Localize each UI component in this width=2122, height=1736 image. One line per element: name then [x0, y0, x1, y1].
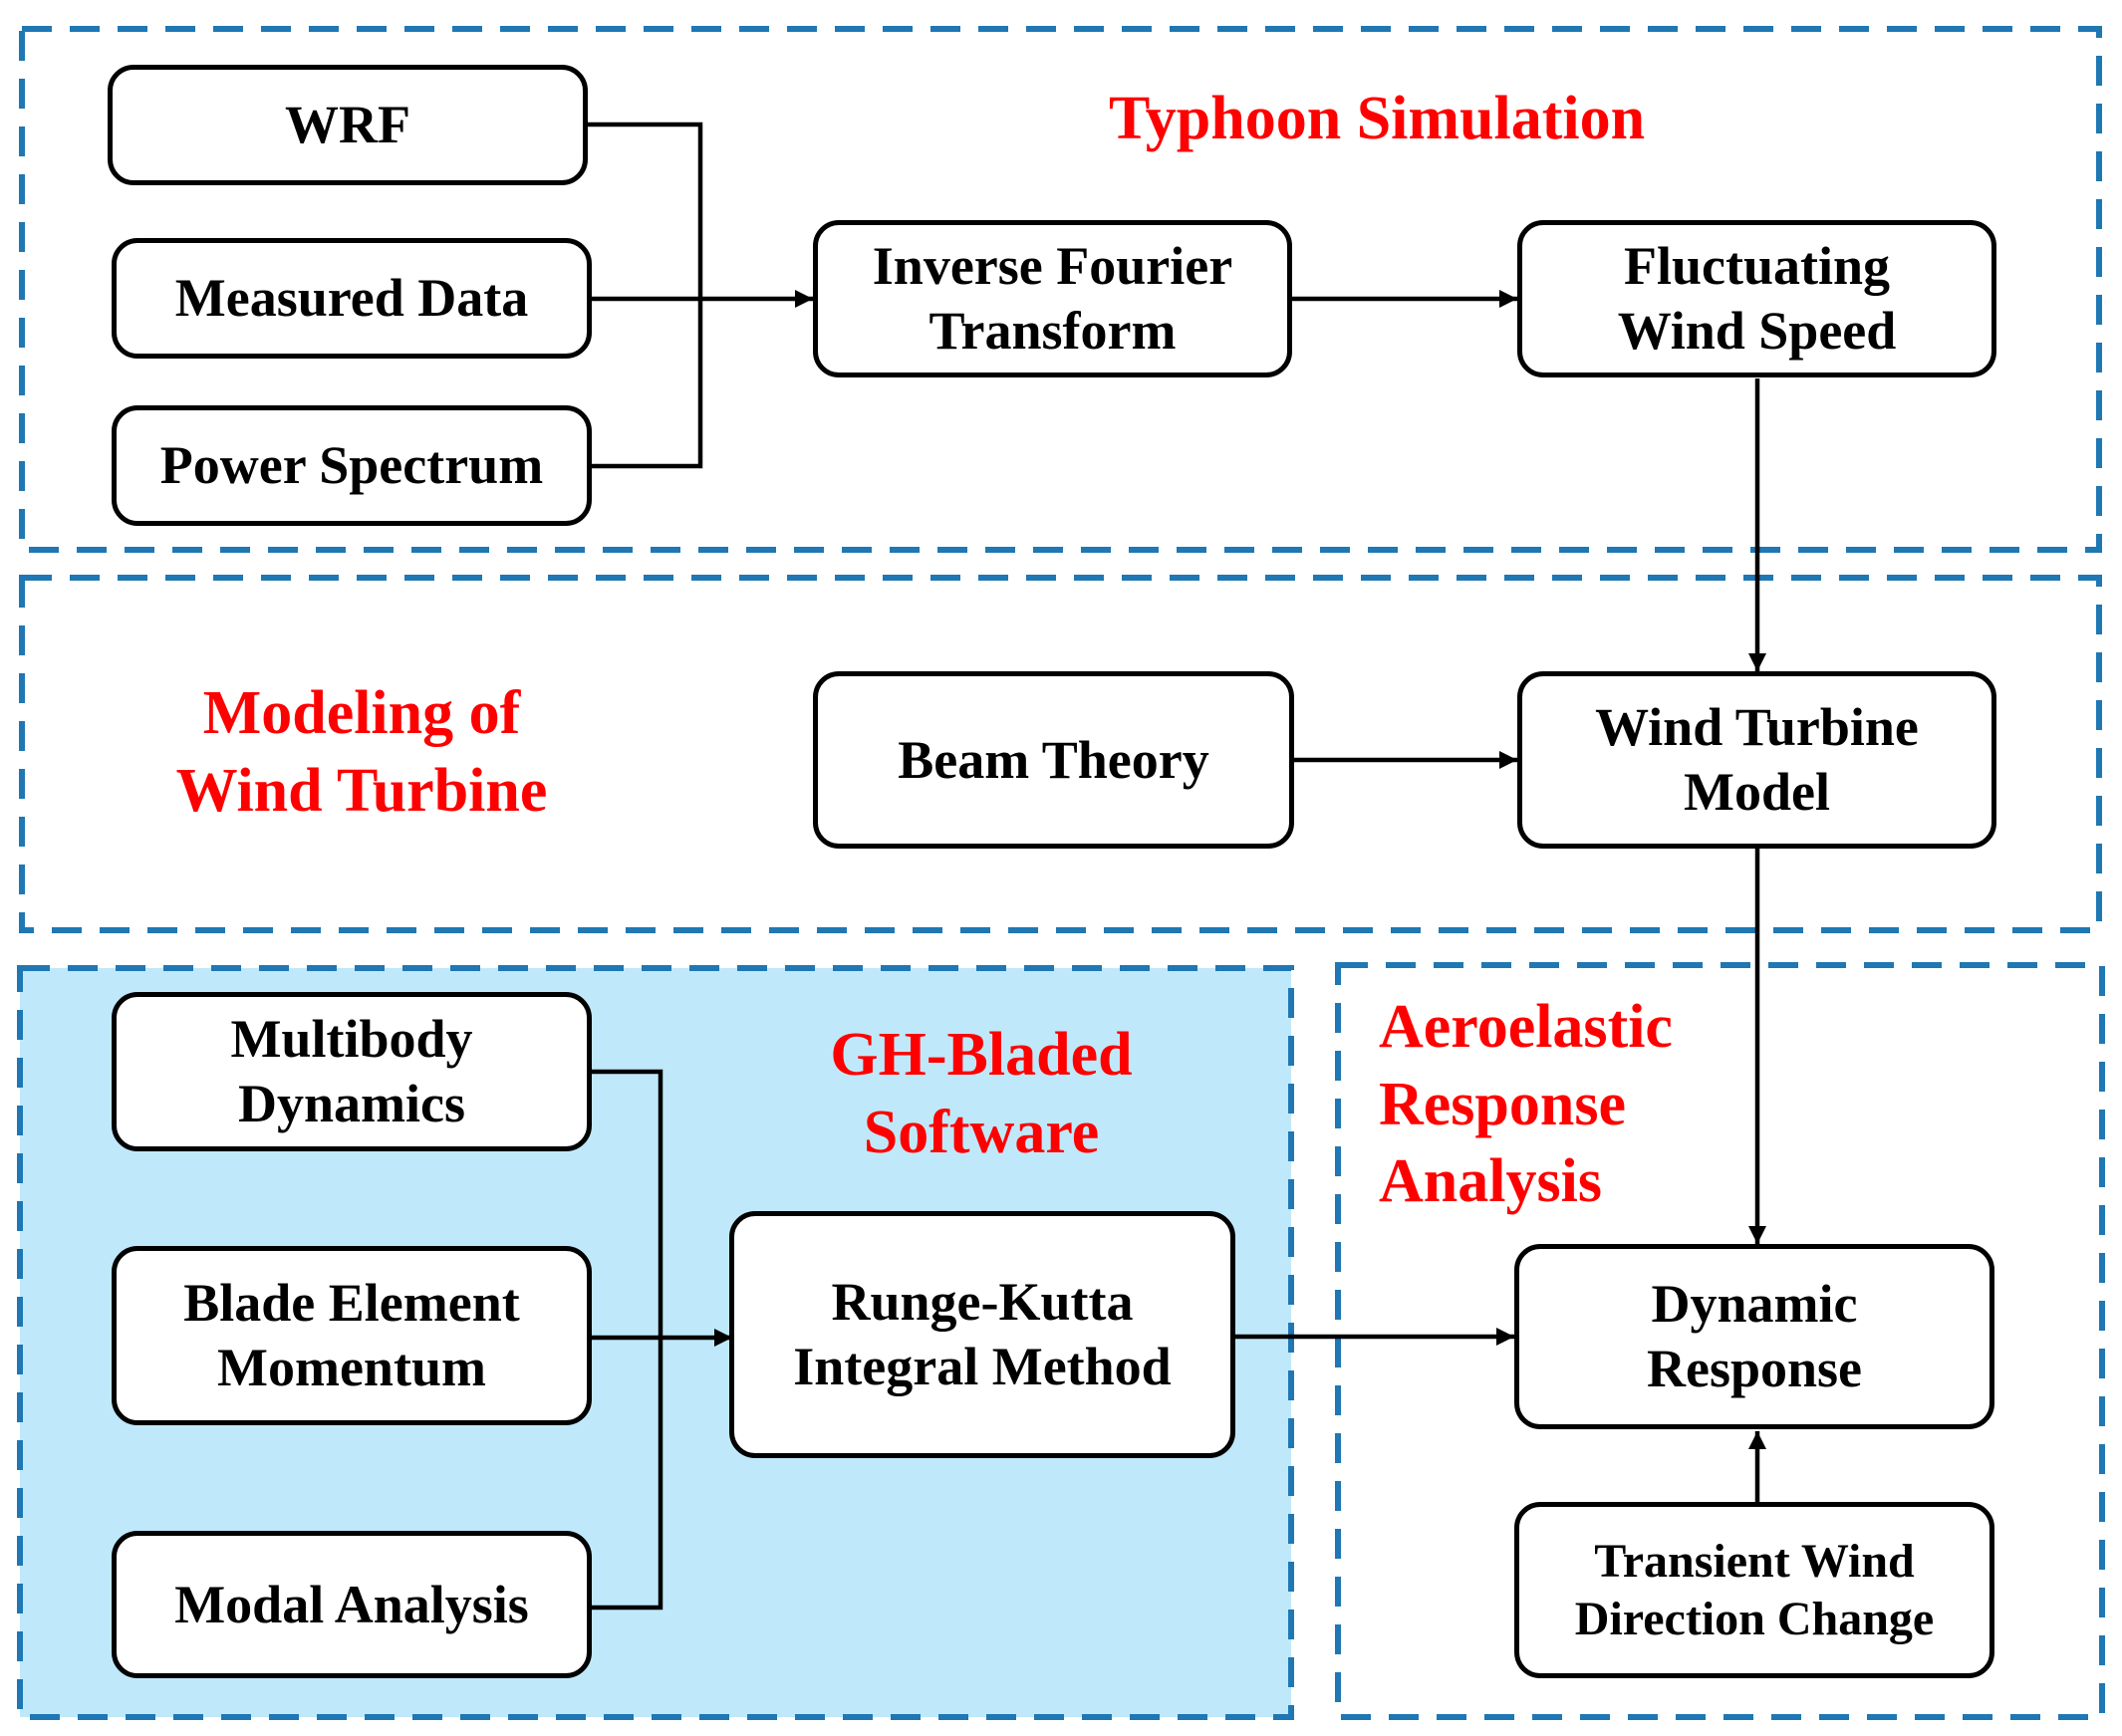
section-aeroelastic-border — [1335, 962, 2105, 1720]
transient-wind-direction-box: Transient Wind Direction Change — [1514, 1502, 1994, 1678]
modeling-title: Modeling of Wind Turbine — [175, 679, 548, 825]
gh-bladed-title: GH-Bladed Software — [830, 1021, 1133, 1166]
section-typhoon-border — [19, 26, 2102, 553]
section-modeling-border — [19, 575, 2102, 933]
aeroelastic-title: Aeroelastic Response Analysis — [1379, 993, 1673, 1215]
dynamic-response-box: Dynamic Response — [1514, 1244, 1994, 1429]
blade-element-momentum-box: Blade Element Momentum — [112, 1246, 592, 1425]
runge-kutta-box: Runge-Kutta Integral Method — [729, 1211, 1235, 1458]
multibody-dynamics-box: Multibody Dynamics — [112, 992, 592, 1151]
connector-multibody — [592, 1069, 663, 1338]
connector-wrf — [586, 122, 703, 299]
typhoon-simulation-title: Typhoon Simulation — [1109, 85, 1646, 152]
connector-power-spectrum — [592, 299, 703, 469]
beam-theory-box: Beam Theory — [813, 671, 1294, 849]
section-bladed-border — [17, 965, 1294, 1720]
modal-analysis-box: Modal Analysis — [112, 1531, 592, 1678]
wind-turbine-model-box: Wind Turbine Model — [1517, 671, 1996, 849]
fluctuating-wind-box: Fluctuating Wind Speed — [1517, 220, 1996, 377]
measured-data-box: Measured Data — [112, 238, 592, 359]
inverse-fourier-box: Inverse Fourier Transform — [813, 220, 1292, 377]
power-spectrum-box: Power Spectrum — [112, 405, 592, 526]
connector-modal-analysis — [592, 1338, 663, 1611]
wrf-box: WRF — [108, 65, 588, 185]
